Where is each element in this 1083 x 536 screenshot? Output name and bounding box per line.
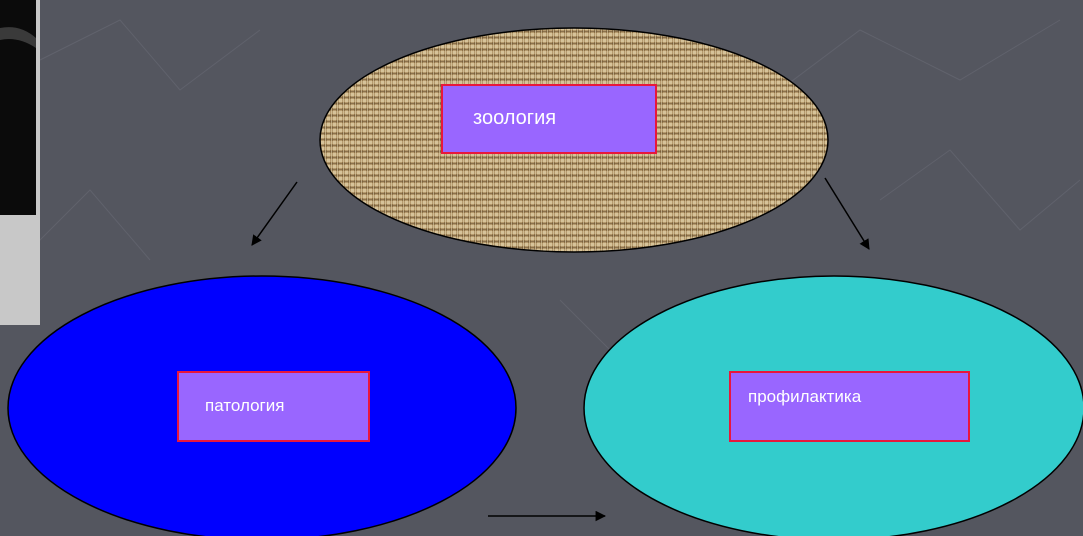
arrow-top-to-right — [824, 177, 870, 250]
node-label-right: профилактика — [729, 371, 970, 442]
node-label-top: зоология — [441, 84, 657, 154]
arrow-top-to-left — [251, 181, 298, 246]
node-label-left: патология — [177, 371, 370, 442]
corner-image — [0, 0, 40, 325]
